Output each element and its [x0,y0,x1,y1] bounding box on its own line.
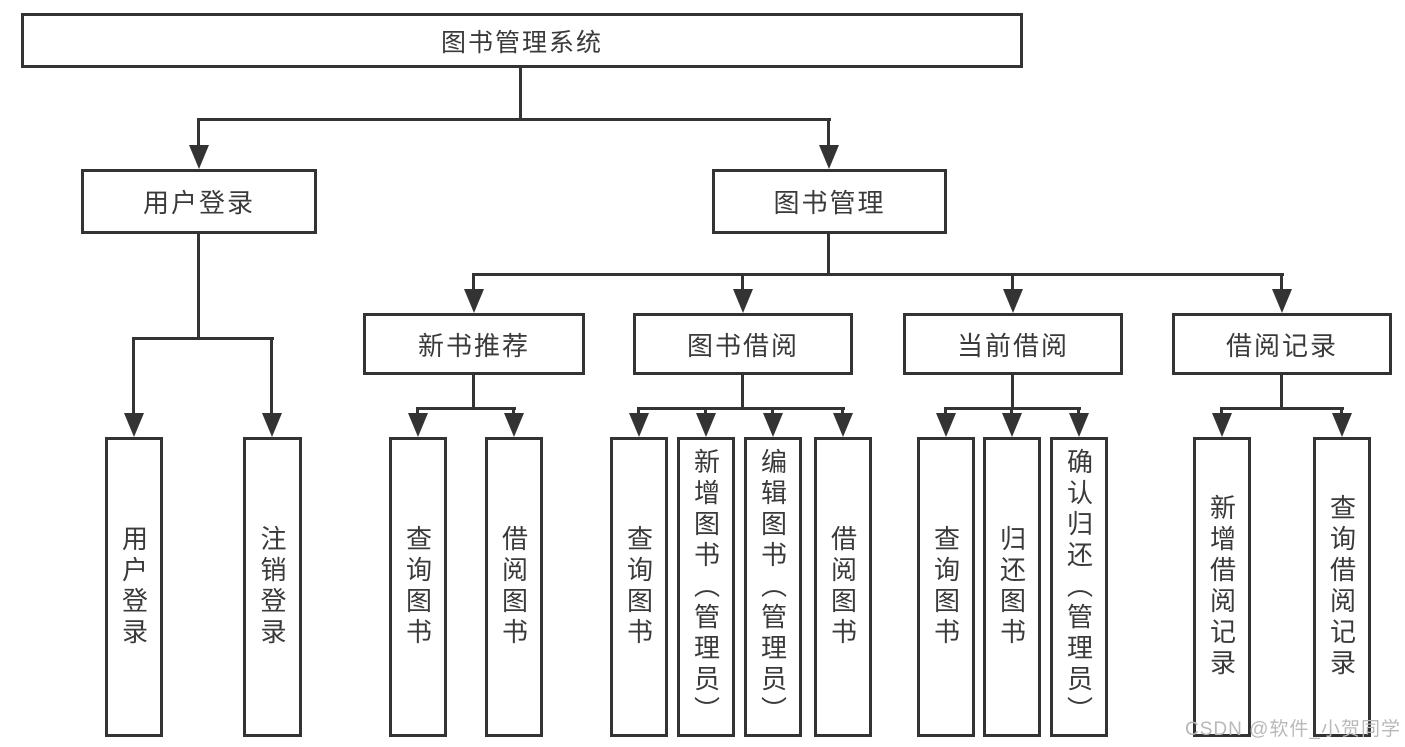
connector-line [637,407,845,410]
arrow-down-icon [1332,413,1352,437]
leaf-confirm-return-admin: 确认归还（管理员） [1050,437,1108,737]
connector-line [944,407,947,416]
connector-line [132,337,135,415]
arrow-down-icon [408,413,428,437]
arrow-down-icon [819,145,839,169]
arrow-down-icon [629,413,649,437]
node-user-login-label: 用户登录 [142,188,255,218]
leaf-query-books-borrowing: 查询图书 [610,437,668,737]
connector-line [416,407,516,410]
leaf-add-book-admin: 新增图书（管理员） [677,437,735,737]
node-borrowing-records-label: 借阅记录 [1225,330,1338,361]
arrow-down-icon [262,413,282,437]
arrow-down-icon [1272,289,1292,313]
leaf-return-book: 归还图书 [983,437,1041,737]
leaf-user-login: 用户登录 [105,437,163,737]
connector-line [1220,407,1223,416]
node-user-login: 用户登录 [81,169,317,234]
arrow-down-icon [1069,413,1089,437]
connector-line [1011,273,1014,291]
node-current-borrowing: 当前借阅 [903,313,1123,375]
leaf-query-books-current: 查询图书 [917,437,975,737]
connector-line [1280,273,1283,291]
node-book-borrowing: 图书借阅 [633,313,853,375]
leaf-query-borrow-record: 查询借阅记录 [1313,437,1371,737]
connector-line [827,234,830,276]
arrow-down-icon [464,289,484,313]
arrow-down-icon [1002,413,1022,437]
connector-line [704,407,707,416]
csdn-watermark: CSDN @软件_小贺同学 [1185,719,1401,740]
connector-line [637,407,640,416]
connector-line [472,375,475,410]
connector-line [841,407,844,416]
connector-line [1010,407,1013,416]
leaf-add-borrow-record: 新增借阅记录 [1193,437,1251,737]
connector-line [197,118,831,121]
arrow-down-icon [763,413,783,437]
leaf-borrow-books-recommend: 借阅图书 [485,437,543,737]
arrow-down-icon [833,413,853,437]
leaf-borrow-books-borrowing: 借阅图书 [814,437,872,737]
node-new-book-recommend-label: 新书推荐 [417,330,530,361]
arrow-down-icon [733,289,753,313]
arrow-down-icon [1212,413,1232,437]
connector-line [197,118,200,147]
connector-line [1280,375,1283,410]
connector-line [472,273,1284,276]
connector-line [771,407,774,416]
node-book-borrowing-label: 图书借阅 [686,330,799,361]
connector-line [472,273,475,291]
arrow-down-icon [936,413,956,437]
arrow-down-icon [189,145,209,169]
connector-line [416,407,419,416]
node-book-management-label: 图书管理 [773,188,886,218]
connector-line [270,337,273,415]
node-borrowing-records: 借阅记录 [1172,313,1392,375]
connector-line [1077,407,1080,416]
connector-line [132,337,274,340]
leaf-edit-book-admin: 编辑图书（管理员） [744,437,802,737]
connector-line [1220,407,1344,410]
node-root: 图书管理系统 [21,13,1023,68]
node-new-book-recommend: 新书推荐 [363,313,585,375]
node-root-label: 图书管理系统 [440,28,603,57]
arrow-down-icon [504,413,524,437]
connector-line [1011,375,1014,410]
node-current-borrowing-label: 当前借阅 [956,330,1069,361]
arrow-down-icon [696,413,716,437]
arrow-down-icon [1003,289,1023,313]
leaf-logout: 注销登录 [243,437,302,737]
connector-line [741,375,744,410]
leaf-query-books-recommend: 查询图书 [389,437,447,737]
connector-line [519,68,522,121]
arrow-down-icon [124,413,144,437]
node-book-management: 图书管理 [712,169,947,234]
connector-line [1340,407,1343,416]
connector-line [512,407,515,416]
connector-line [827,118,830,147]
connector-line [741,273,744,291]
connector-line [197,234,200,340]
